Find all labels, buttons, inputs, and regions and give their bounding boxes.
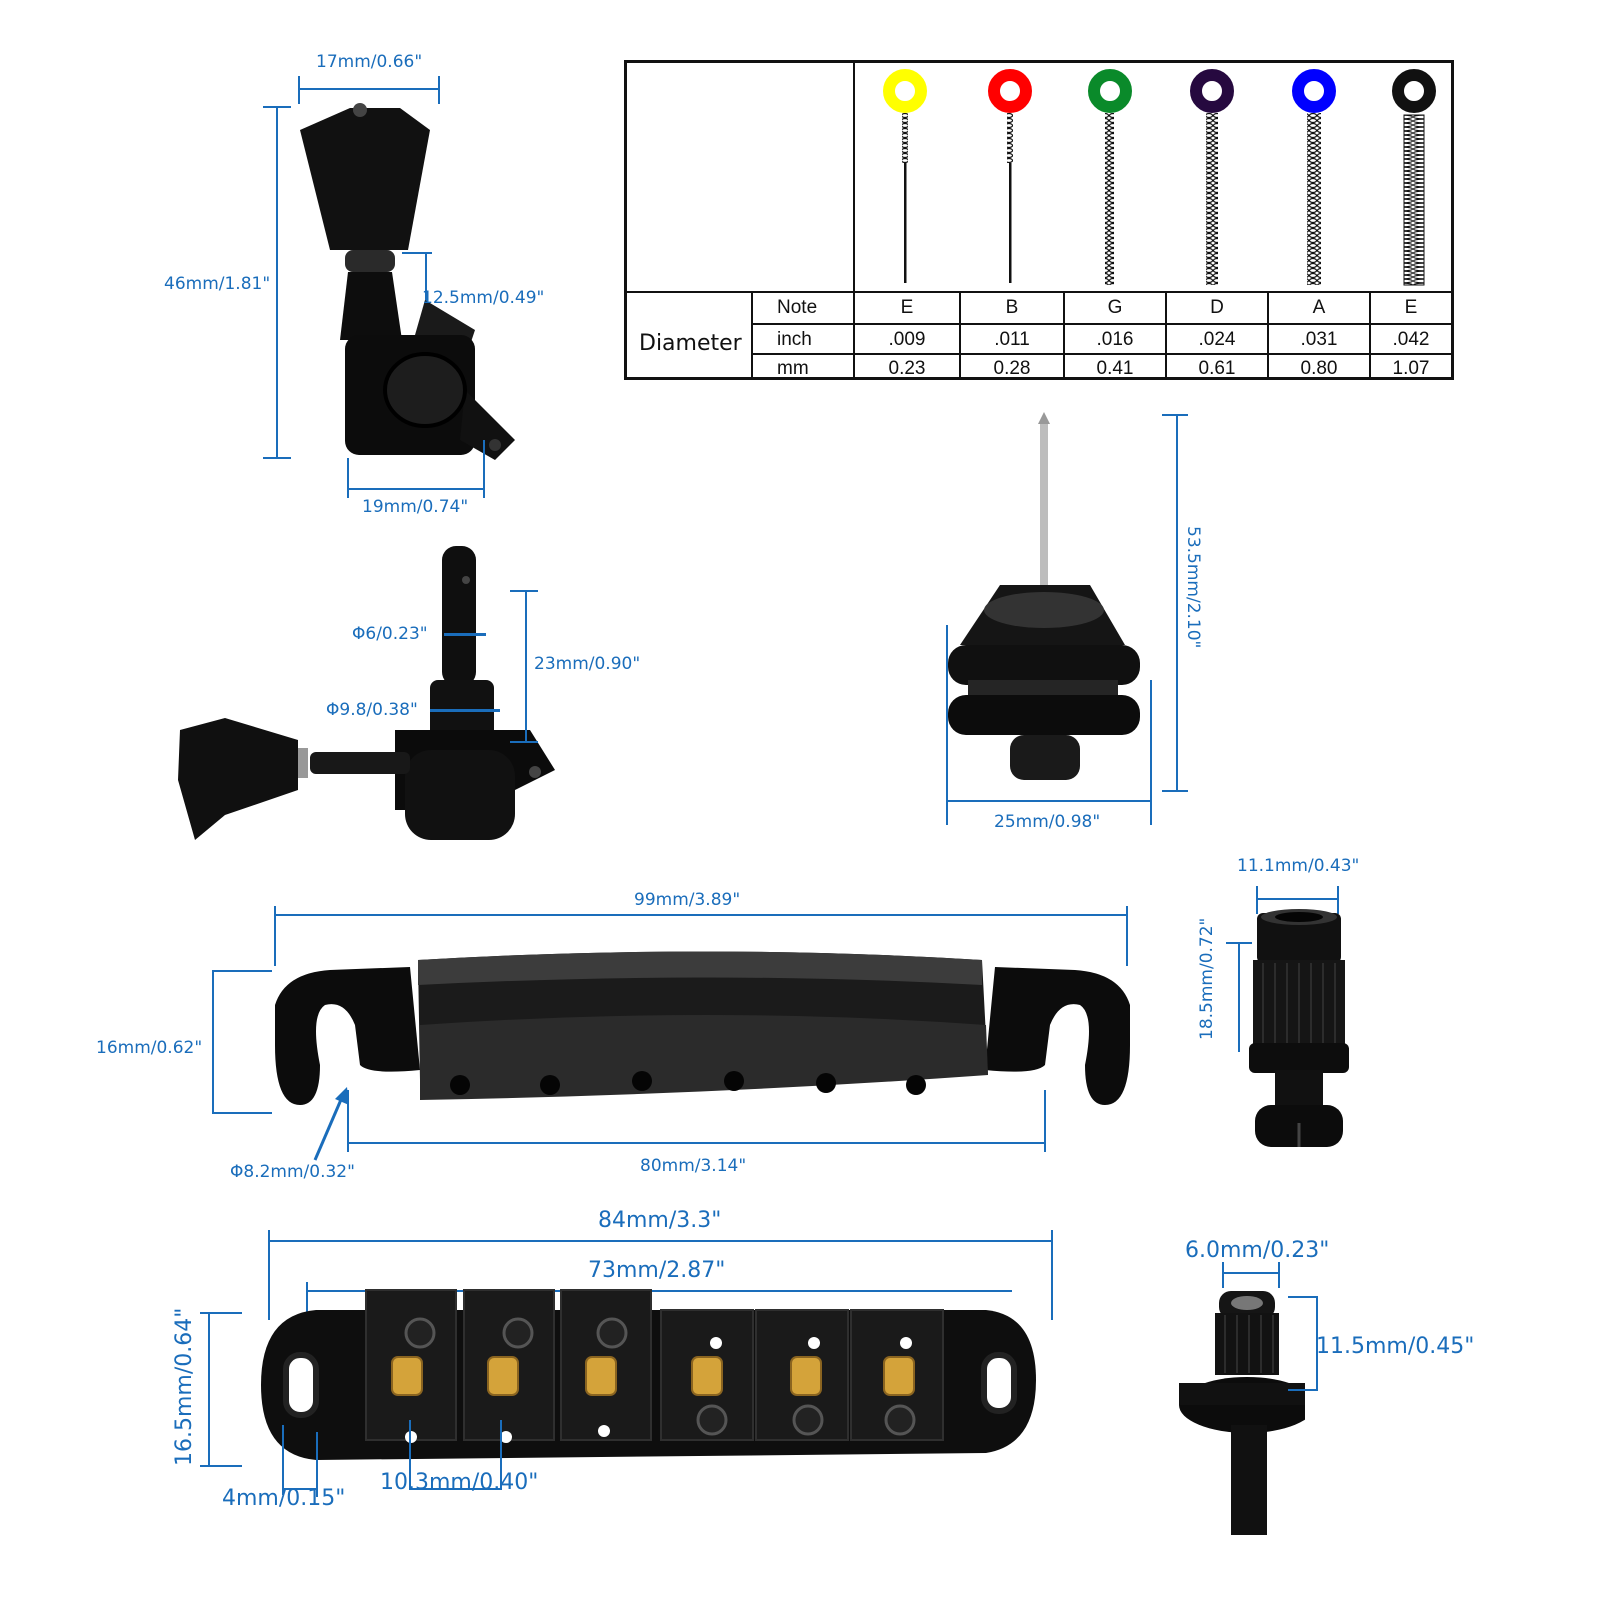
mm-2: 0.28 (993, 358, 1031, 379)
mm-1: 0.23 (888, 358, 926, 379)
string-a-icon (1292, 69, 1336, 285)
note-4: D (1210, 297, 1224, 318)
string-e-high-icon (883, 69, 927, 283)
note-6: E (1404, 297, 1418, 318)
tuner-post-height-label: 12.5mm/0.49" (422, 288, 545, 308)
bridge-height-label: 16.5mm/0.64" (172, 1307, 197, 1466)
mm-6: 1.07 (1392, 358, 1430, 379)
string-g-icon (1088, 69, 1132, 285)
row-label-mm: mm (777, 358, 809, 379)
bridge-length-label: 84mm/3.3" (598, 1208, 722, 1233)
tuner-side-post-height-label: 23mm/0.90" (534, 654, 641, 674)
stud-anchor-height-label: 18.5mm/0.72" (1197, 917, 1217, 1040)
row-label-note: Note (777, 297, 818, 318)
mm-4: 0.61 (1198, 358, 1236, 379)
bridge-slot-width-label: 4mm/0.15" (222, 1486, 346, 1511)
string-gauge-table: Diameter Note inch mm E .009 0.23 B .011… (624, 60, 1454, 380)
bridge-stud-spacing-label: 73mm/2.87" (588, 1258, 726, 1283)
strap-button-image (948, 412, 1140, 780)
tuner-width-bottom-label: 19mm/0.74" (362, 497, 469, 517)
bridge-post-height-label: 11.5mm/0.45" (1316, 1334, 1475, 1359)
tailpiece-stud-spacing-label: 80mm/3.14" (640, 1156, 747, 1176)
diameter-label: Diameter (639, 331, 742, 356)
inch-5: .031 (1300, 329, 1338, 350)
tailpiece-image (275, 951, 1130, 1105)
inch-2: .011 (994, 329, 1030, 350)
row-label-inch: inch (777, 329, 812, 350)
bridge-image (261, 1289, 1036, 1460)
bridge-post-image (1179, 1291, 1305, 1535)
inch-1: .009 (888, 329, 926, 350)
mm-3: 0.41 (1096, 358, 1134, 379)
note-2: B (1005, 297, 1019, 318)
stud-anchor-diameter-label: 11.1mm/0.43" (1237, 856, 1360, 876)
tuner-front-image (300, 103, 515, 460)
inch-4: .024 (1198, 329, 1236, 350)
note-5: A (1312, 297, 1326, 318)
string-d-icon (1190, 69, 1234, 285)
strap-button-height-label: 53.5mm/2.10" (1183, 526, 1203, 649)
note-3: G (1107, 297, 1123, 318)
mm-5: 0.80 (1300, 358, 1338, 379)
hook-arrow-icon (313, 1087, 349, 1161)
bushing-diameter-label: Φ9.8/0.38" (326, 700, 418, 720)
bridge-post-diameter-label: 6.0mm/0.23" (1185, 1238, 1330, 1263)
tuner-height-label: 46mm/1.81" (164, 274, 271, 294)
string-b-icon (988, 69, 1032, 283)
string-e-low-icon (1392, 69, 1436, 286)
inch-3: .016 (1096, 329, 1134, 350)
post-diameter-label: Φ6/0.23" (352, 624, 428, 644)
note-1: E (900, 297, 914, 318)
string-illustrations (883, 69, 1436, 286)
tuner-side-image (178, 546, 555, 840)
tailpiece-length-label: 99mm/3.89" (634, 890, 741, 910)
stud-anchor-image (1249, 909, 1349, 1147)
bridge-saddle-spacing-label: 10.3mm/0.40" (380, 1470, 539, 1495)
tailpiece-height-label: 16mm/0.62" (96, 1038, 203, 1058)
strap-button-width-label: 25mm/0.98" (994, 812, 1101, 832)
inch-6: .042 (1392, 329, 1430, 350)
hook-diameter-label: Φ8.2mm/0.32" (230, 1162, 355, 1182)
tuner-width-top-label: 17mm/0.66" (316, 52, 423, 72)
